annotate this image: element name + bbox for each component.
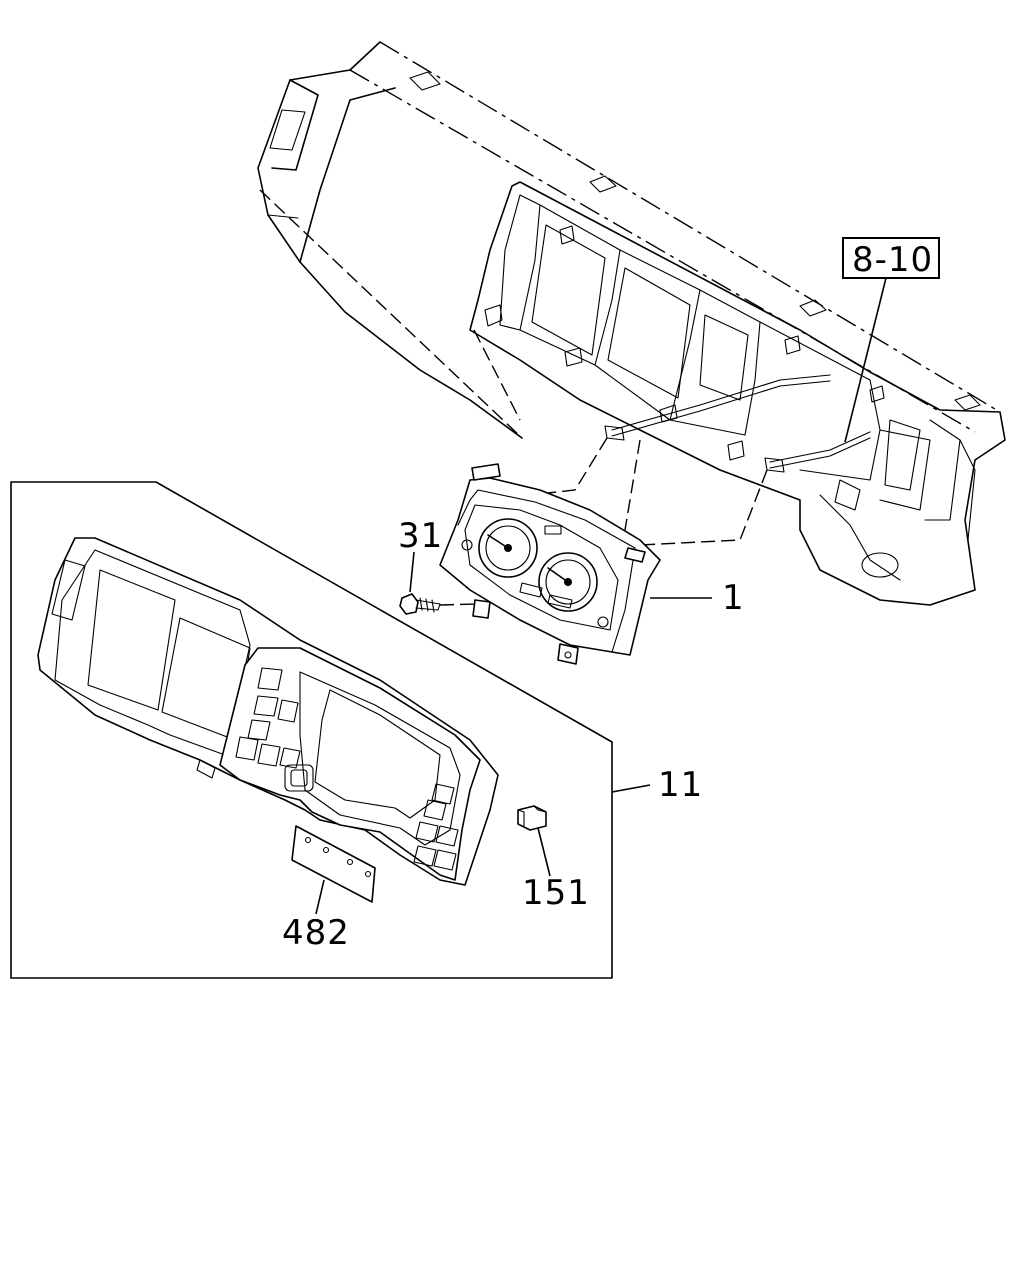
reference-box xyxy=(842,237,940,279)
reference-8-10: 8-10 xyxy=(842,237,940,443)
connector-dash-line xyxy=(624,439,641,531)
callout-151: 151 xyxy=(522,873,590,913)
callout-1: 1 xyxy=(722,578,745,618)
callout-8-10: 8-10 xyxy=(852,240,933,280)
callout-11: 11 xyxy=(658,765,703,805)
clip-part xyxy=(517,805,551,877)
part-11-frame xyxy=(10,481,651,979)
callout-482: 482 xyxy=(282,913,350,953)
cluster-bezel xyxy=(37,537,499,886)
connector-dash-line xyxy=(639,469,768,546)
instrument-cluster xyxy=(439,463,712,665)
screw-part xyxy=(399,551,479,615)
callout-31: 31 xyxy=(398,516,443,556)
dashboard-assembly xyxy=(257,41,1006,606)
connector-dash-line xyxy=(547,437,608,494)
plate-part xyxy=(291,825,376,915)
